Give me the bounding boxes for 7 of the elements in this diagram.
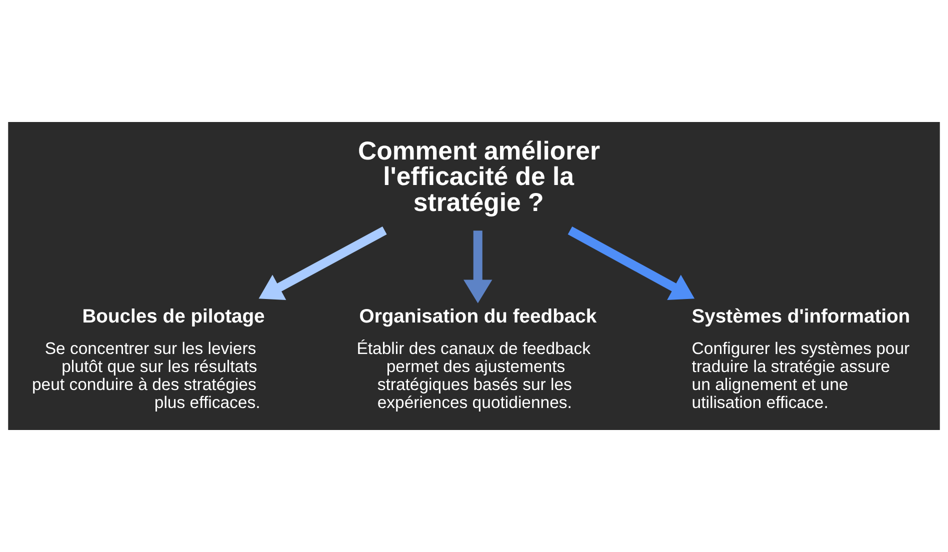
node-text: Comment améliorer l'efficacité de la stratégie ? <box>358 137 600 217</box>
node-text: Systèmes d'information Configurer les systèmes pour traduire la stratégie assure un alignement et une utilisation efficace. <box>692 306 910 412</box>
node-text: Organisation du feedback Établir des canaux de feedback permet des ajustements stratégiques basés sur les expériences quotidiennes. <box>356 306 597 412</box>
arrow <box>258 226 387 300</box>
arrow <box>568 226 695 300</box>
node-text: Boucles de pilotage Se concentrer sur les leviers plutôt que sur les résultats peut conduire à des stratégies plus efficaces. <box>32 306 265 412</box>
arrow <box>464 230 492 304</box>
